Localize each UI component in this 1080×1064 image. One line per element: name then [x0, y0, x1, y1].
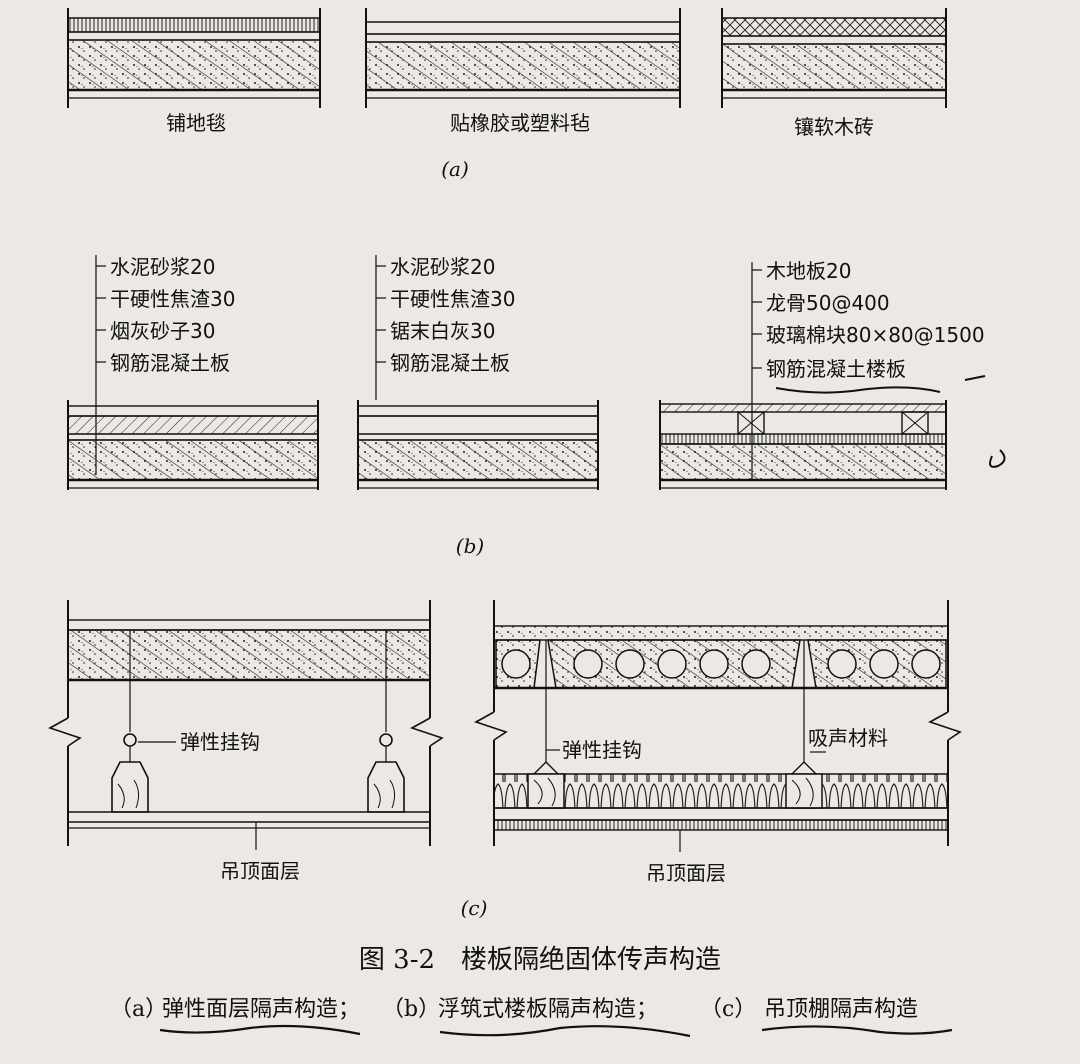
- handwritten-underline: [761, 1025, 953, 1035]
- handwritten-mark: [989, 449, 1006, 468]
- caption-tag-a: （a）: [110, 997, 167, 1022]
- section-c: 弹性挂钩 吊顶面层: [48, 600, 962, 920]
- carpet-layer: [67, 17, 321, 33]
- layer-label: 水泥砂浆20: [110, 255, 215, 279]
- handwritten-dash: [964, 375, 986, 381]
- section-c-left: 弹性挂钩 吊顶面层: [48, 600, 444, 883]
- caption-tag-c: （c）: [700, 997, 756, 1022]
- wood-block: [367, 761, 405, 813]
- layer-label: 水泥砂浆20: [390, 255, 495, 279]
- wood-floor: [659, 403, 947, 413]
- section-a-panel-rubber: 贴橡胶或塑料毡: [365, 8, 681, 135]
- section-b-tag: (b): [456, 534, 484, 558]
- layer-label: 干硬性焦渣30: [390, 287, 515, 311]
- layer-label: 钢筋混凝土板: [110, 351, 230, 375]
- wood-block: [785, 773, 823, 809]
- section-a-label: 铺地毯: [166, 111, 226, 135]
- caption-text-b: 浮筑式楼板隔声构造；: [438, 997, 658, 1022]
- section-c-tag: (c): [461, 896, 488, 920]
- absorb-layer: [493, 773, 949, 809]
- layer-label: 钢筋混凝土楼板: [766, 357, 906, 381]
- section-a-panel-cork: 镶软木砖: [721, 8, 947, 139]
- layer-label: 锯末白灰30: [390, 319, 495, 343]
- section-a-label: 镶软木砖: [794, 115, 874, 139]
- section-b-panel-3: 木地板20 龙骨50@400 玻璃棉块80×80@1500 钢筋混凝土楼板: [659, 259, 986, 490]
- absorb-label: 吸声材料: [808, 726, 888, 750]
- section-c-right: 弹性挂钩 吸声材料 吊顶面层: [474, 600, 962, 885]
- layer-label: 钢筋混凝土板: [390, 351, 510, 375]
- section-a-tag: (a): [441, 157, 469, 181]
- layer-label: 烟灰砂子30: [110, 319, 215, 343]
- ceiling-label: 吊顶面层: [646, 861, 726, 885]
- layer-label: 玻璃棉块80×80@1500: [766, 323, 985, 347]
- layer-label: 龙骨50@400: [766, 291, 890, 315]
- caption-tag-b: （b）: [382, 997, 440, 1022]
- hook-label: 弹性挂钩: [180, 730, 260, 754]
- glass-wool: [659, 433, 947, 445]
- hook-label: 弹性挂钩: [562, 738, 642, 762]
- ceiling-layer: [67, 811, 431, 823]
- rubber-layer: [365, 21, 681, 35]
- wood-block: [527, 773, 565, 809]
- handwritten-underline: [775, 386, 941, 394]
- hook-icon: [123, 733, 137, 747]
- caption-text-c: 吊顶棚隔声构造: [764, 997, 918, 1022]
- wood-block: [111, 761, 149, 813]
- layer-label: 干硬性焦渣30: [110, 287, 235, 311]
- section-b-panel-2: 水泥砂浆20 干硬性焦渣30 锯末白灰30 钢筋混凝土板: [357, 255, 599, 490]
- section-b-panel-1: 水泥砂浆20 干硬性焦渣30 烟灰砂子30 钢筋混凝土板: [67, 255, 319, 490]
- ceiling-layer: [493, 807, 949, 821]
- section-b: 水泥砂浆20 干硬性焦渣30 烟灰砂子30 钢筋混凝土板 水泥砂浆20 干硬性焦…: [67, 255, 1006, 558]
- handwritten-underline: [439, 1025, 691, 1038]
- layer-label: 木地板20: [766, 259, 851, 283]
- cork-layer: [721, 17, 947, 37]
- hook-icon: [379, 733, 393, 747]
- handwritten-underline: [159, 1024, 361, 1036]
- figure-caption: （a） 弹性面层隔声构造； （b） 浮筑式楼板隔声构造； （c） 吊顶棚隔声构造: [110, 997, 953, 1038]
- figure-title: 图 3-2 楼板隔绝固体传声构造: [359, 945, 721, 975]
- ceiling-label: 吊顶面层: [220, 859, 300, 883]
- section-a-label: 贴橡胶或塑料毡: [450, 111, 590, 135]
- section-a-panel-carpet: 铺地毯: [67, 8, 321, 135]
- caption-text-a: 弹性面层隔声构造；: [162, 997, 360, 1022]
- section-a: 铺地毯 贴橡胶或塑料毡 镶软木砖 (a): [67, 8, 947, 181]
